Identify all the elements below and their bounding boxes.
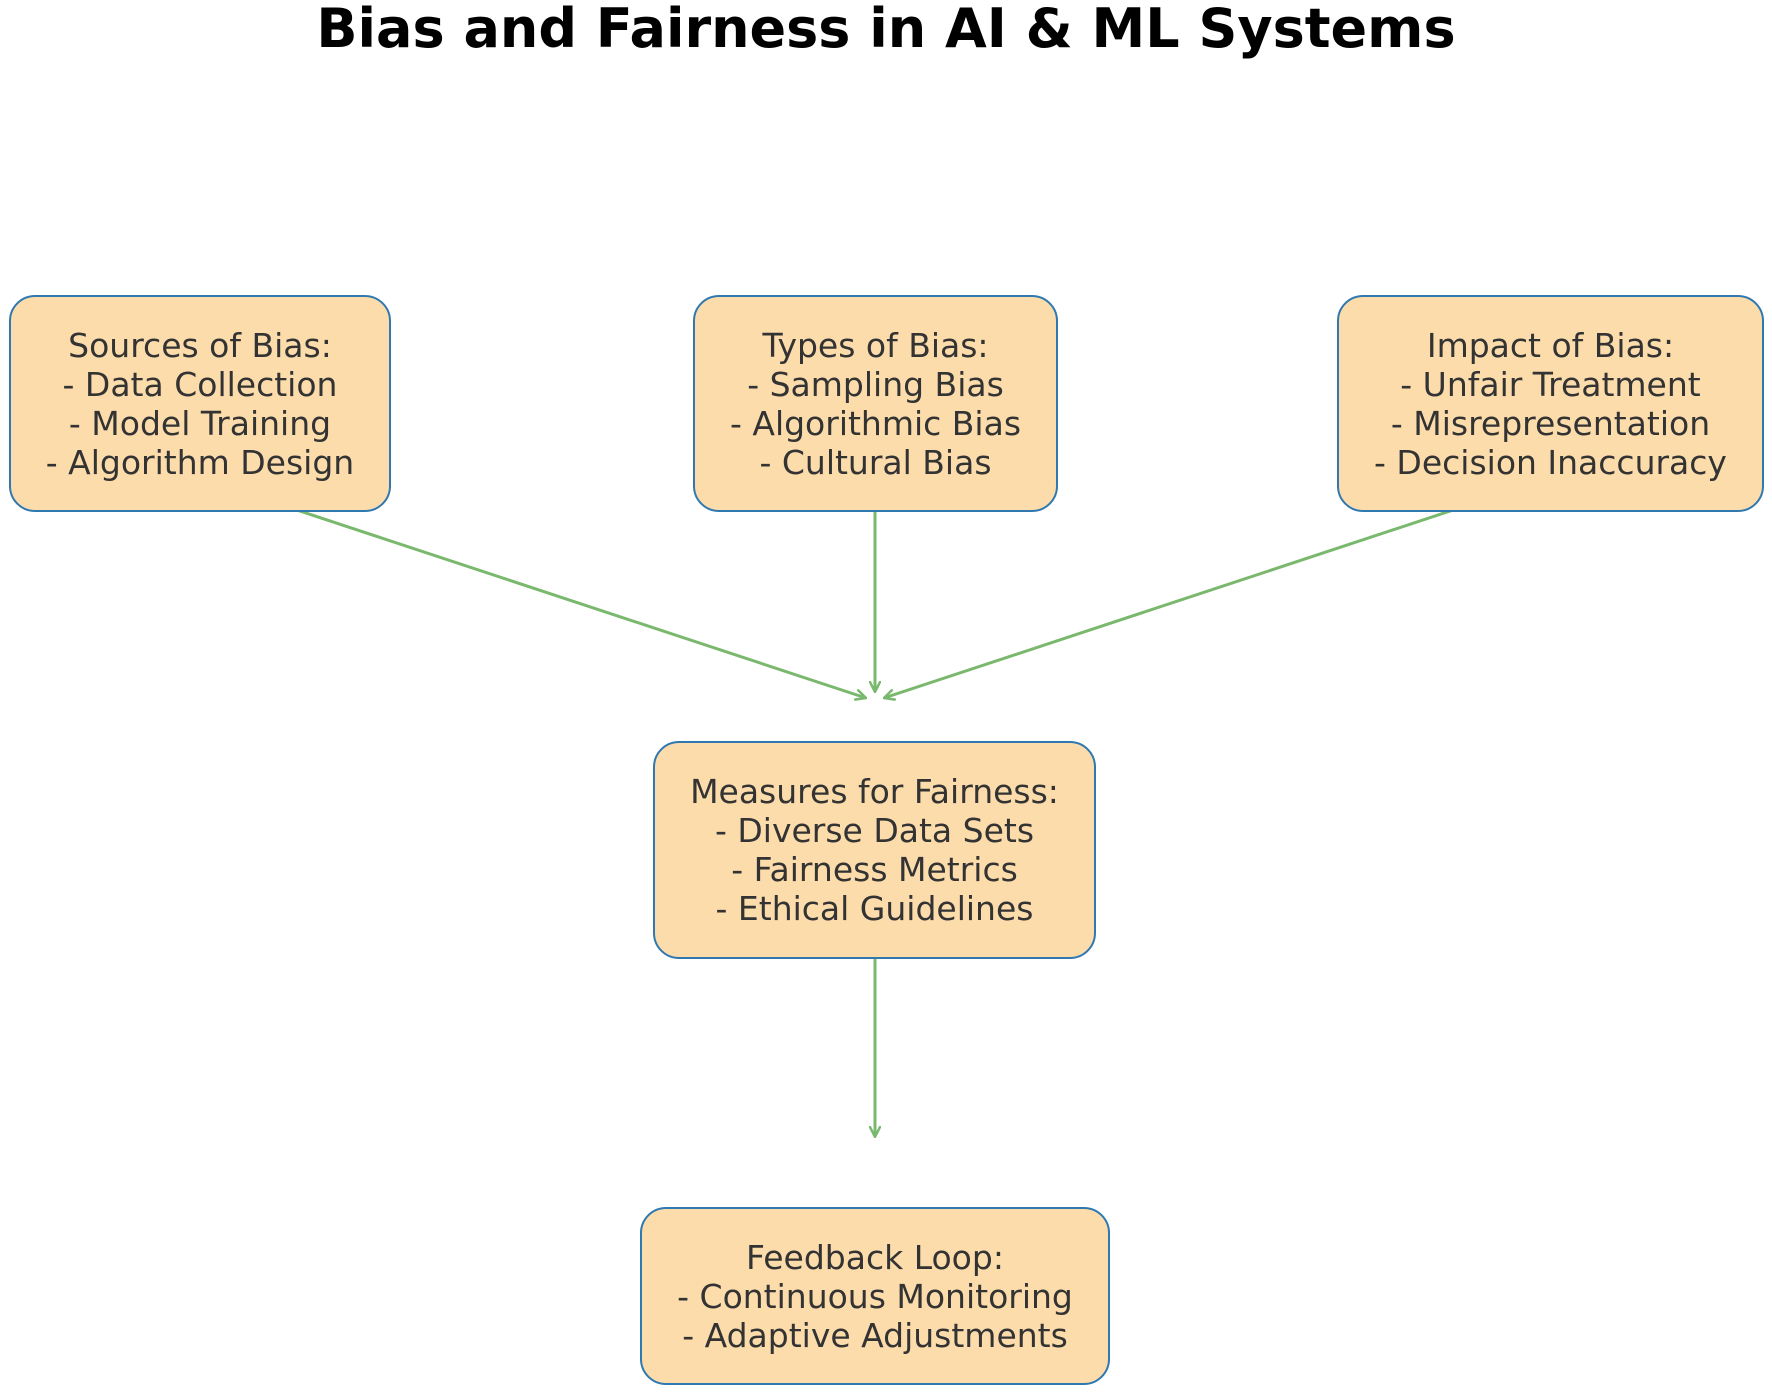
node-item: - Misrepresentation bbox=[1390, 403, 1711, 443]
node-feedback-loop: Feedback Loop: - Continuous Monitoring -… bbox=[640, 1207, 1110, 1385]
node-item: - Algorithmic Bias bbox=[729, 403, 1022, 443]
node-item: - Continuous Monitoring bbox=[677, 1276, 1073, 1316]
node-heading: Sources of Bias: bbox=[68, 325, 332, 365]
node-item: - Diverse Data Sets bbox=[714, 811, 1035, 850]
node-measures-for-fairness: Measures for Fairness: - Diverse Data Se… bbox=[653, 741, 1096, 959]
node-item: - Data Collection bbox=[62, 364, 338, 404]
node-types-of-bias: Types of Bias: - Sampling Bias - Algorit… bbox=[693, 295, 1058, 512]
node-item: - Sampling Bias bbox=[747, 364, 1004, 404]
diagram-title: Bias and Fairness in AI & ML Systems bbox=[316, 0, 1456, 60]
node-item: - Model Training bbox=[68, 403, 332, 443]
node-item: - Adaptive Adjustments bbox=[682, 1315, 1068, 1355]
node-item: - Ethical Guidelines bbox=[715, 889, 1034, 928]
node-item: - Fairness Metrics bbox=[731, 850, 1018, 889]
node-item: - Algorithm Design bbox=[45, 442, 355, 482]
node-heading: Feedback Loop: bbox=[746, 1237, 1004, 1277]
node-impact-of-bias: Impact of Bias: - Unfair Treatment - Mis… bbox=[1337, 295, 1764, 512]
node-item: - Decision Inaccuracy bbox=[1374, 442, 1727, 482]
arrow-sources-to-measures bbox=[205, 478, 866, 698]
node-item: - Unfair Treatment bbox=[1400, 364, 1701, 404]
node-heading: Types of Bias: bbox=[762, 325, 989, 365]
node-heading: Measures for Fairness: bbox=[690, 772, 1059, 811]
node-heading: Impact of Bias: bbox=[1426, 325, 1675, 365]
node-item: - Cultural Bias bbox=[759, 442, 992, 482]
arrow-impact-to-measures bbox=[884, 478, 1545, 698]
node-sources-of-bias: Sources of Bias: - Data Collection - Mod… bbox=[9, 295, 391, 512]
